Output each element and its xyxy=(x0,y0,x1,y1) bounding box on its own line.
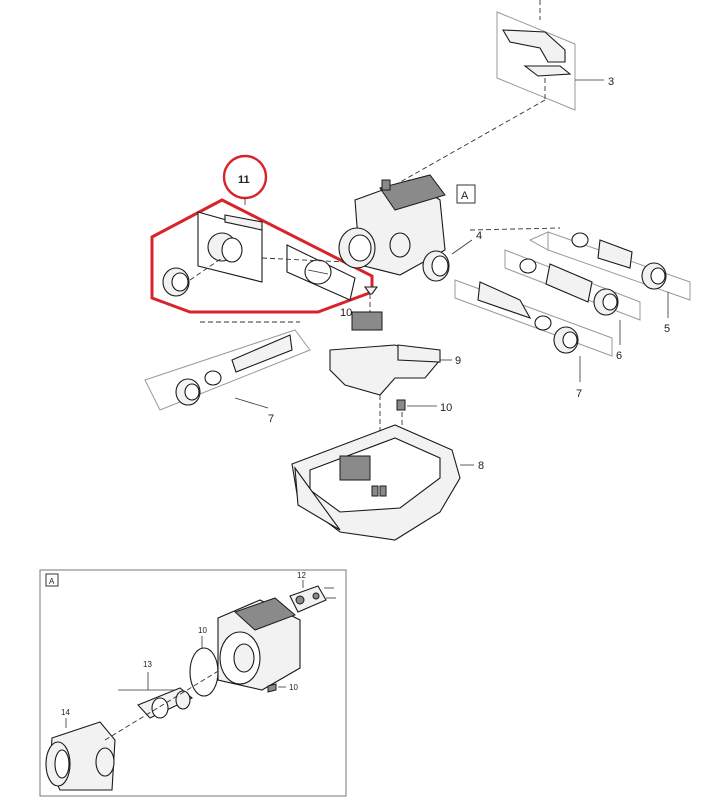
highlight-outline xyxy=(150,198,374,314)
label-part-6: 6 xyxy=(616,350,622,362)
assembly-line-bracket xyxy=(394,99,546,186)
inset-label-13: 13 xyxy=(143,660,152,669)
part-3-bracket: 3 xyxy=(496,0,614,111)
label-part-10-mid: 10 xyxy=(440,402,452,414)
label-part-5: 5 xyxy=(664,323,670,335)
label-part-11: 11 xyxy=(238,174,250,186)
detail-marker-a xyxy=(456,184,476,204)
label-part-7-right: 7 xyxy=(576,388,582,400)
label-part-8: 8 xyxy=(478,460,484,472)
label-part-4: 4 xyxy=(476,230,482,242)
label-part-7-left: 7 xyxy=(268,413,274,425)
hose-kit-7-left: 7 xyxy=(144,321,311,425)
label-part-3: 3 xyxy=(608,76,614,88)
label-detail-a: A xyxy=(461,190,469,202)
label-part-10-top: 10 xyxy=(340,307,352,319)
inset-label-10-b: 10 xyxy=(289,683,298,692)
hose-kit-5: 5 xyxy=(469,227,691,335)
part-11-group: 11 xyxy=(150,154,374,314)
inset-label-10-a: 10 xyxy=(198,626,207,635)
hose-kit-7-right: 7 xyxy=(454,279,613,400)
part-4-union: 4 xyxy=(422,230,482,282)
part-8-base: 8 xyxy=(291,424,484,541)
detail-a-inset: A 10 13 14 12 10 xyxy=(39,569,347,797)
inset-label-12: 12 xyxy=(297,571,306,580)
pump-body: A xyxy=(338,174,476,276)
screw-10-top: 10 xyxy=(340,286,379,320)
inset-label-a: A xyxy=(49,577,55,586)
label-part-9: 9 xyxy=(455,355,461,367)
hose-kit-6: 6 xyxy=(504,249,641,362)
part-9-mount: 9 xyxy=(329,311,461,396)
inset-label-14: 14 xyxy=(61,708,70,717)
